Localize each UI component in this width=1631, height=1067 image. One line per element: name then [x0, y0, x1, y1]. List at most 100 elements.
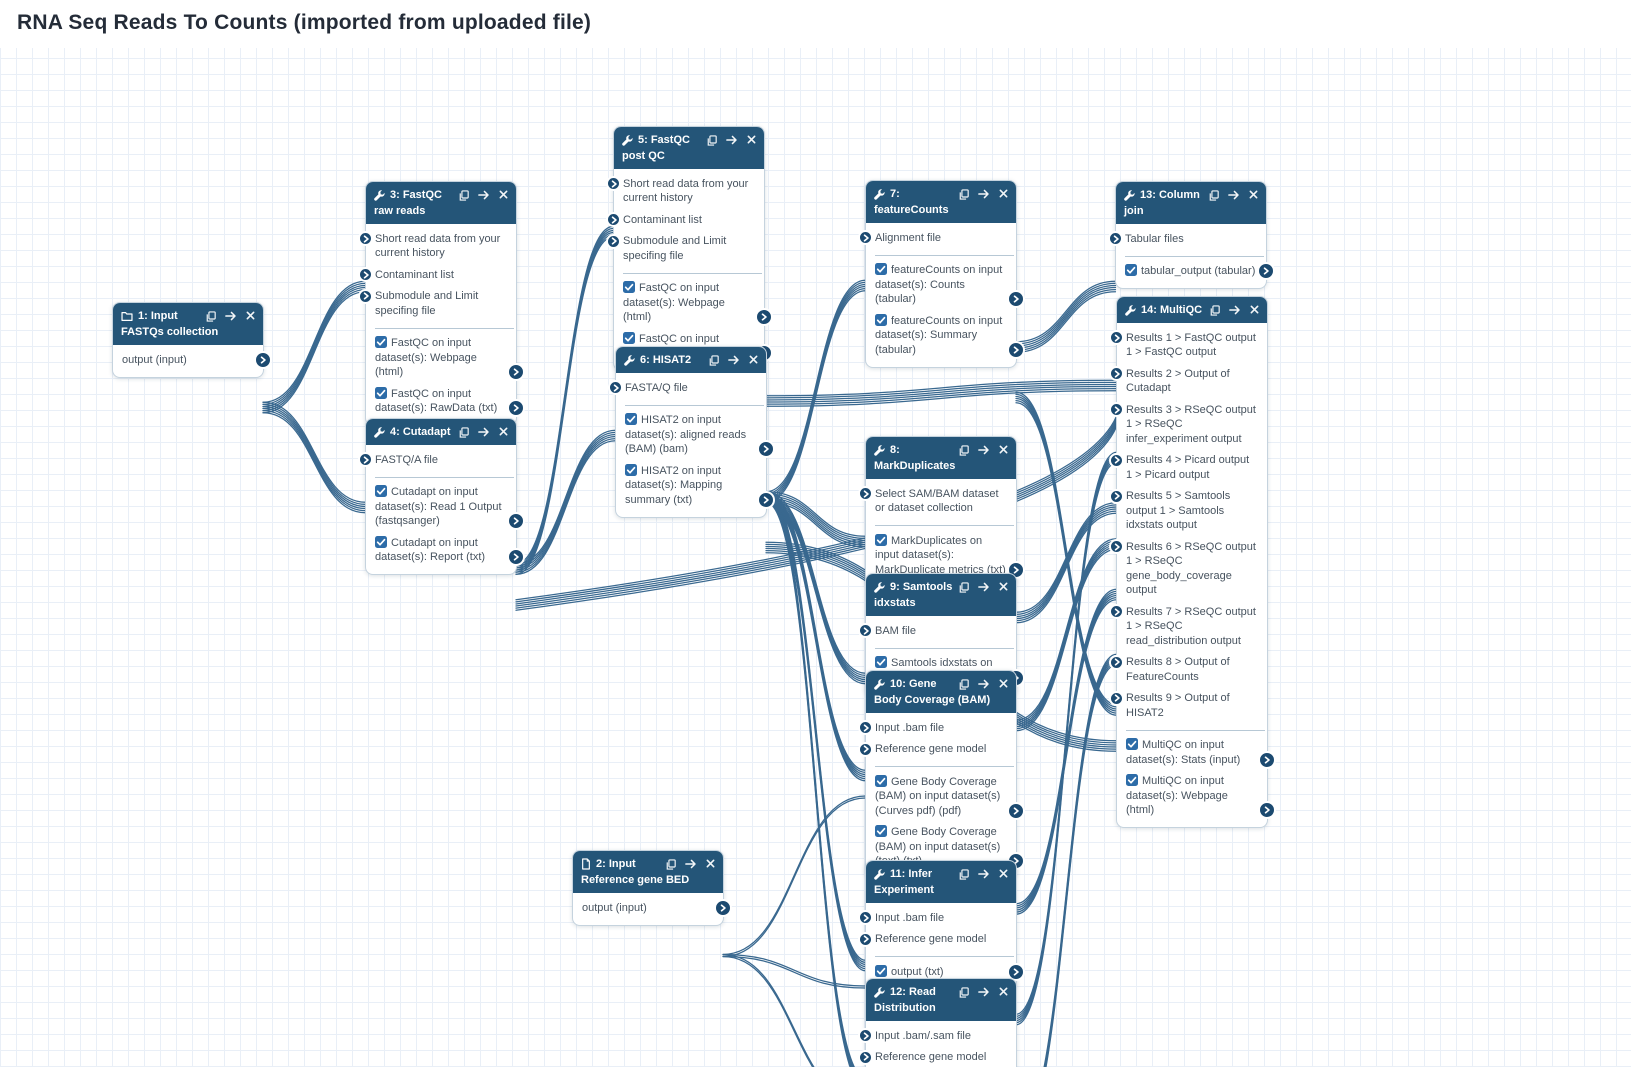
connection-ribbon[interactable]: [262, 403, 367, 505]
output-connector[interactable]: [757, 440, 775, 458]
output-connector[interactable]: [757, 490, 775, 509]
arrow-right-button[interactable]: [978, 445, 990, 456]
input-connector[interactable]: [1109, 452, 1124, 468]
connection-ribbon[interactable]: [722, 955, 867, 989]
connection-ribbon[interactable]: [262, 405, 367, 508]
input-connector[interactable]: [606, 233, 621, 249]
arrow-right-button[interactable]: [978, 869, 990, 880]
close-button[interactable]: [749, 355, 758, 366]
connection-ribbon[interactable]: [765, 491, 867, 537]
connection-ribbon[interactable]: [1015, 506, 1118, 618]
arrow-right-button[interactable]: [978, 987, 990, 998]
duplicate-button[interactable]: [959, 444, 969, 456]
output-connector[interactable]: [254, 350, 272, 369]
close-button[interactable]: [706, 859, 715, 870]
input-connector[interactable]: [858, 1049, 873, 1065]
input-connector[interactable]: [858, 230, 873, 245]
duplicate-button[interactable]: [707, 134, 717, 146]
checkbox-icon[interactable]: [375, 386, 387, 399]
input-connector[interactable]: [1109, 539, 1124, 554]
connection-ribbon[interactable]: [763, 388, 1118, 405]
connection-ribbon[interactable]: [515, 429, 617, 565]
input-connector[interactable]: [1109, 690, 1124, 706]
connection-ribbon[interactable]: [763, 390, 1118, 407]
input-connector[interactable]: [858, 1028, 873, 1043]
connection-ribbon[interactable]: [722, 953, 867, 987]
connection-ribbon[interactable]: [262, 289, 367, 412]
checkbox-icon[interactable]: [623, 281, 635, 293]
duplicate-button[interactable]: [709, 354, 719, 366]
connection-ribbon[interactable]: [515, 438, 617, 573]
duplicate-button[interactable]: [459, 426, 469, 438]
connection-ribbon[interactable]: [765, 290, 867, 503]
output-connector[interactable]: [755, 308, 773, 326]
checkbox-icon[interactable]: [625, 463, 637, 476]
close-button[interactable]: [246, 311, 255, 322]
input-connector[interactable]: [1109, 488, 1124, 504]
connection-ribbon[interactable]: [1015, 508, 1118, 620]
checkbox-icon[interactable]: [875, 533, 887, 546]
connection-ribbon[interactable]: [1016, 664, 1118, 1067]
checkbox-icon[interactable]: [875, 774, 887, 787]
arrow-right-button[interactable]: [728, 355, 740, 366]
checkbox-icon[interactable]: [1125, 264, 1137, 276]
output-connector[interactable]: [714, 898, 732, 917]
connection-ribbon[interactable]: [765, 501, 866, 1067]
connection-ribbon[interactable]: [262, 401, 367, 503]
connection-ribbon[interactable]: [262, 284, 367, 408]
connection-ribbon[interactable]: [262, 412, 367, 514]
checkbox-icon[interactable]: [1126, 738, 1138, 750]
connection-ribbon[interactable]: [1015, 291, 1117, 353]
connection-ribbon[interactable]: [1015, 284, 1117, 347]
connection-ribbon[interactable]: [1015, 510, 1118, 622]
arrow-right-button[interactable]: [478, 190, 490, 201]
connection-ribbon[interactable]: [1015, 548, 1118, 732]
connection-ribbon[interactable]: [1015, 280, 1117, 343]
connection-ribbon[interactable]: [262, 282, 367, 405]
node-header[interactable]: 14: MultiQC: [1117, 297, 1267, 323]
checkbox-icon[interactable]: [375, 485, 387, 497]
checkbox-icon[interactable]: [623, 331, 635, 344]
connection-ribbon[interactable]: [262, 410, 367, 512]
arrow-right-button[interactable]: [225, 311, 237, 322]
checkbox-icon[interactable]: [375, 336, 387, 348]
connection-ribbon[interactable]: [515, 433, 617, 569]
connection-ribbon[interactable]: [1015, 599, 1118, 915]
arrow-right-button[interactable]: [1228, 190, 1240, 201]
connection-ribbon[interactable]: [262, 286, 367, 410]
input-connector[interactable]: [858, 910, 873, 925]
arrow-right-button[interactable]: [978, 679, 990, 690]
checkbox-icon[interactable]: [1126, 774, 1138, 786]
input-connector[interactable]: [1109, 330, 1124, 345]
output-connector[interactable]: [1007, 290, 1025, 308]
checkbox-icon[interactable]: [875, 656, 887, 668]
input-connector[interactable]: [858, 486, 873, 501]
connection-ribbon[interactable]: [262, 407, 367, 510]
output-connector[interactable]: [1258, 750, 1276, 769]
arrow-right-button[interactable]: [726, 135, 738, 146]
input-connector[interactable]: [858, 720, 873, 735]
duplicate-button[interactable]: [959, 188, 969, 200]
connection-ribbon[interactable]: [1015, 512, 1118, 624]
connection-ribbon[interactable]: [262, 291, 367, 414]
connection-ribbon[interactable]: [722, 955, 866, 1067]
input-connector[interactable]: [858, 931, 873, 947]
close-button[interactable]: [999, 189, 1008, 200]
close-button[interactable]: [747, 135, 756, 146]
duplicate-button[interactable]: [959, 868, 969, 880]
connection-ribbon[interactable]: [722, 953, 866, 1067]
input-connector[interactable]: [1109, 654, 1124, 670]
duplicate-button[interactable]: [1209, 189, 1219, 201]
